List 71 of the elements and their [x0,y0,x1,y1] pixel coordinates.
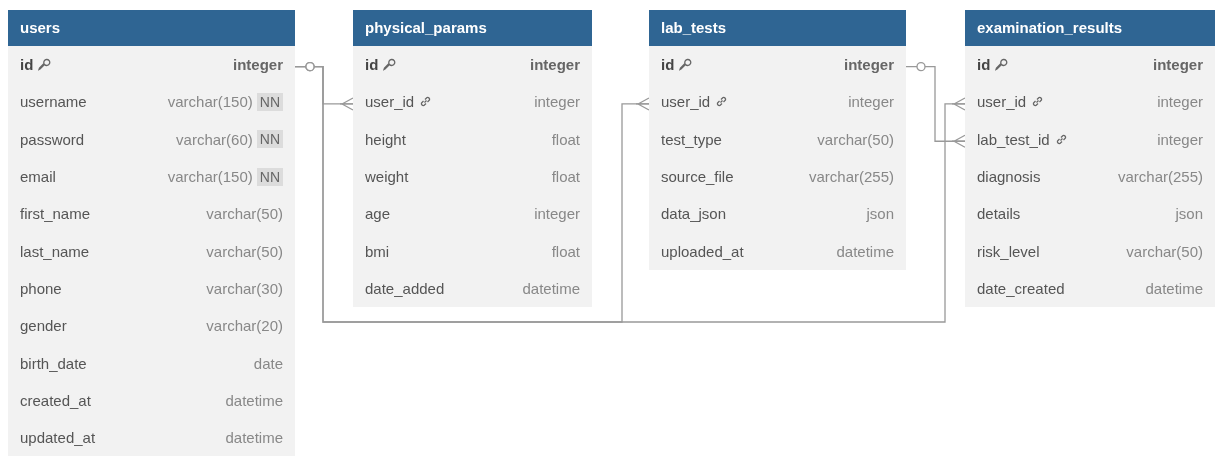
column-type: integer [1157,93,1203,111]
relationship-line [905,62,966,148]
column-type: float [551,242,580,260]
column-type: varchar(30) [206,279,283,297]
column-type: json [866,205,894,223]
table-header: lab_tests [649,10,906,46]
column-name: password [20,130,85,148]
column-type: json [1175,205,1203,223]
column-name: username [20,93,87,111]
column-name: id [977,56,991,74]
column-name: weight [365,168,409,186]
column-name: user_id [977,93,1027,111]
column-type: integer [233,56,283,74]
column-type: date [253,354,283,372]
column-name: bmi [365,242,390,260]
column-type: integer [1153,56,1203,74]
column-name: data_json [661,205,727,223]
column-name: details [977,205,1021,223]
relationship-line [294,62,966,323]
column-type: datetime [1145,279,1203,297]
column-type: varchar(20) [206,317,283,335]
not-null-badge: NN [256,92,283,111]
column-type: float [551,168,580,186]
column-type: datetime [836,242,894,260]
column-name: diagnosis [977,168,1041,186]
column-type: varchar(150) [167,168,253,186]
not-null-badge: NN [256,167,283,186]
column-type: integer [534,93,580,111]
column-type: varchar(255) [1117,168,1203,186]
column-name: id [20,56,34,74]
column-name: height [365,130,406,148]
column-name: user_id [661,93,711,111]
table-header: users [8,10,295,46]
column-type: integer [844,56,894,74]
column-name: birth_date [20,354,87,372]
column-name: id [661,56,675,74]
column-name: email [20,168,56,186]
column-type: varchar(255) [808,168,894,186]
column-type: varchar(150) [167,93,253,111]
column-type: varchar(60) [176,130,253,148]
column-name: first_name [20,205,91,223]
column-name: lab_test_id [977,130,1050,148]
column-type: datetime [225,391,283,409]
column-name: test_type [661,130,722,148]
column-name: source_file [661,168,734,186]
column-type: integer [848,93,894,111]
column-name: age [365,205,391,223]
column-type: integer [1157,130,1203,148]
column-name: phone [20,279,62,297]
column-type: varchar(50) [1126,242,1203,260]
not-null-badge: NN [256,130,283,149]
column-type: varchar(50) [817,130,894,148]
column-type: integer [530,56,580,74]
column-name: user_id [365,93,415,111]
column-name: date_added [365,279,445,297]
column-type: varchar(50) [206,205,283,223]
column-name: gender [20,317,67,335]
column-type: datetime [522,279,580,297]
column-name: date_created [977,279,1065,297]
column-name: uploaded_at [661,242,744,260]
column-type: integer [534,205,580,223]
column-name: updated_at [20,429,96,447]
table-header: physical_params [353,10,592,46]
column-type: float [551,130,580,148]
table-header: examination_results [965,10,1215,46]
column-name: id [365,56,379,74]
column-name: last_name [20,242,90,260]
column-type: varchar(50) [206,242,283,260]
column-type: datetime [225,429,283,447]
column-name: created_at [20,391,91,409]
column-name: risk_level [977,242,1040,260]
